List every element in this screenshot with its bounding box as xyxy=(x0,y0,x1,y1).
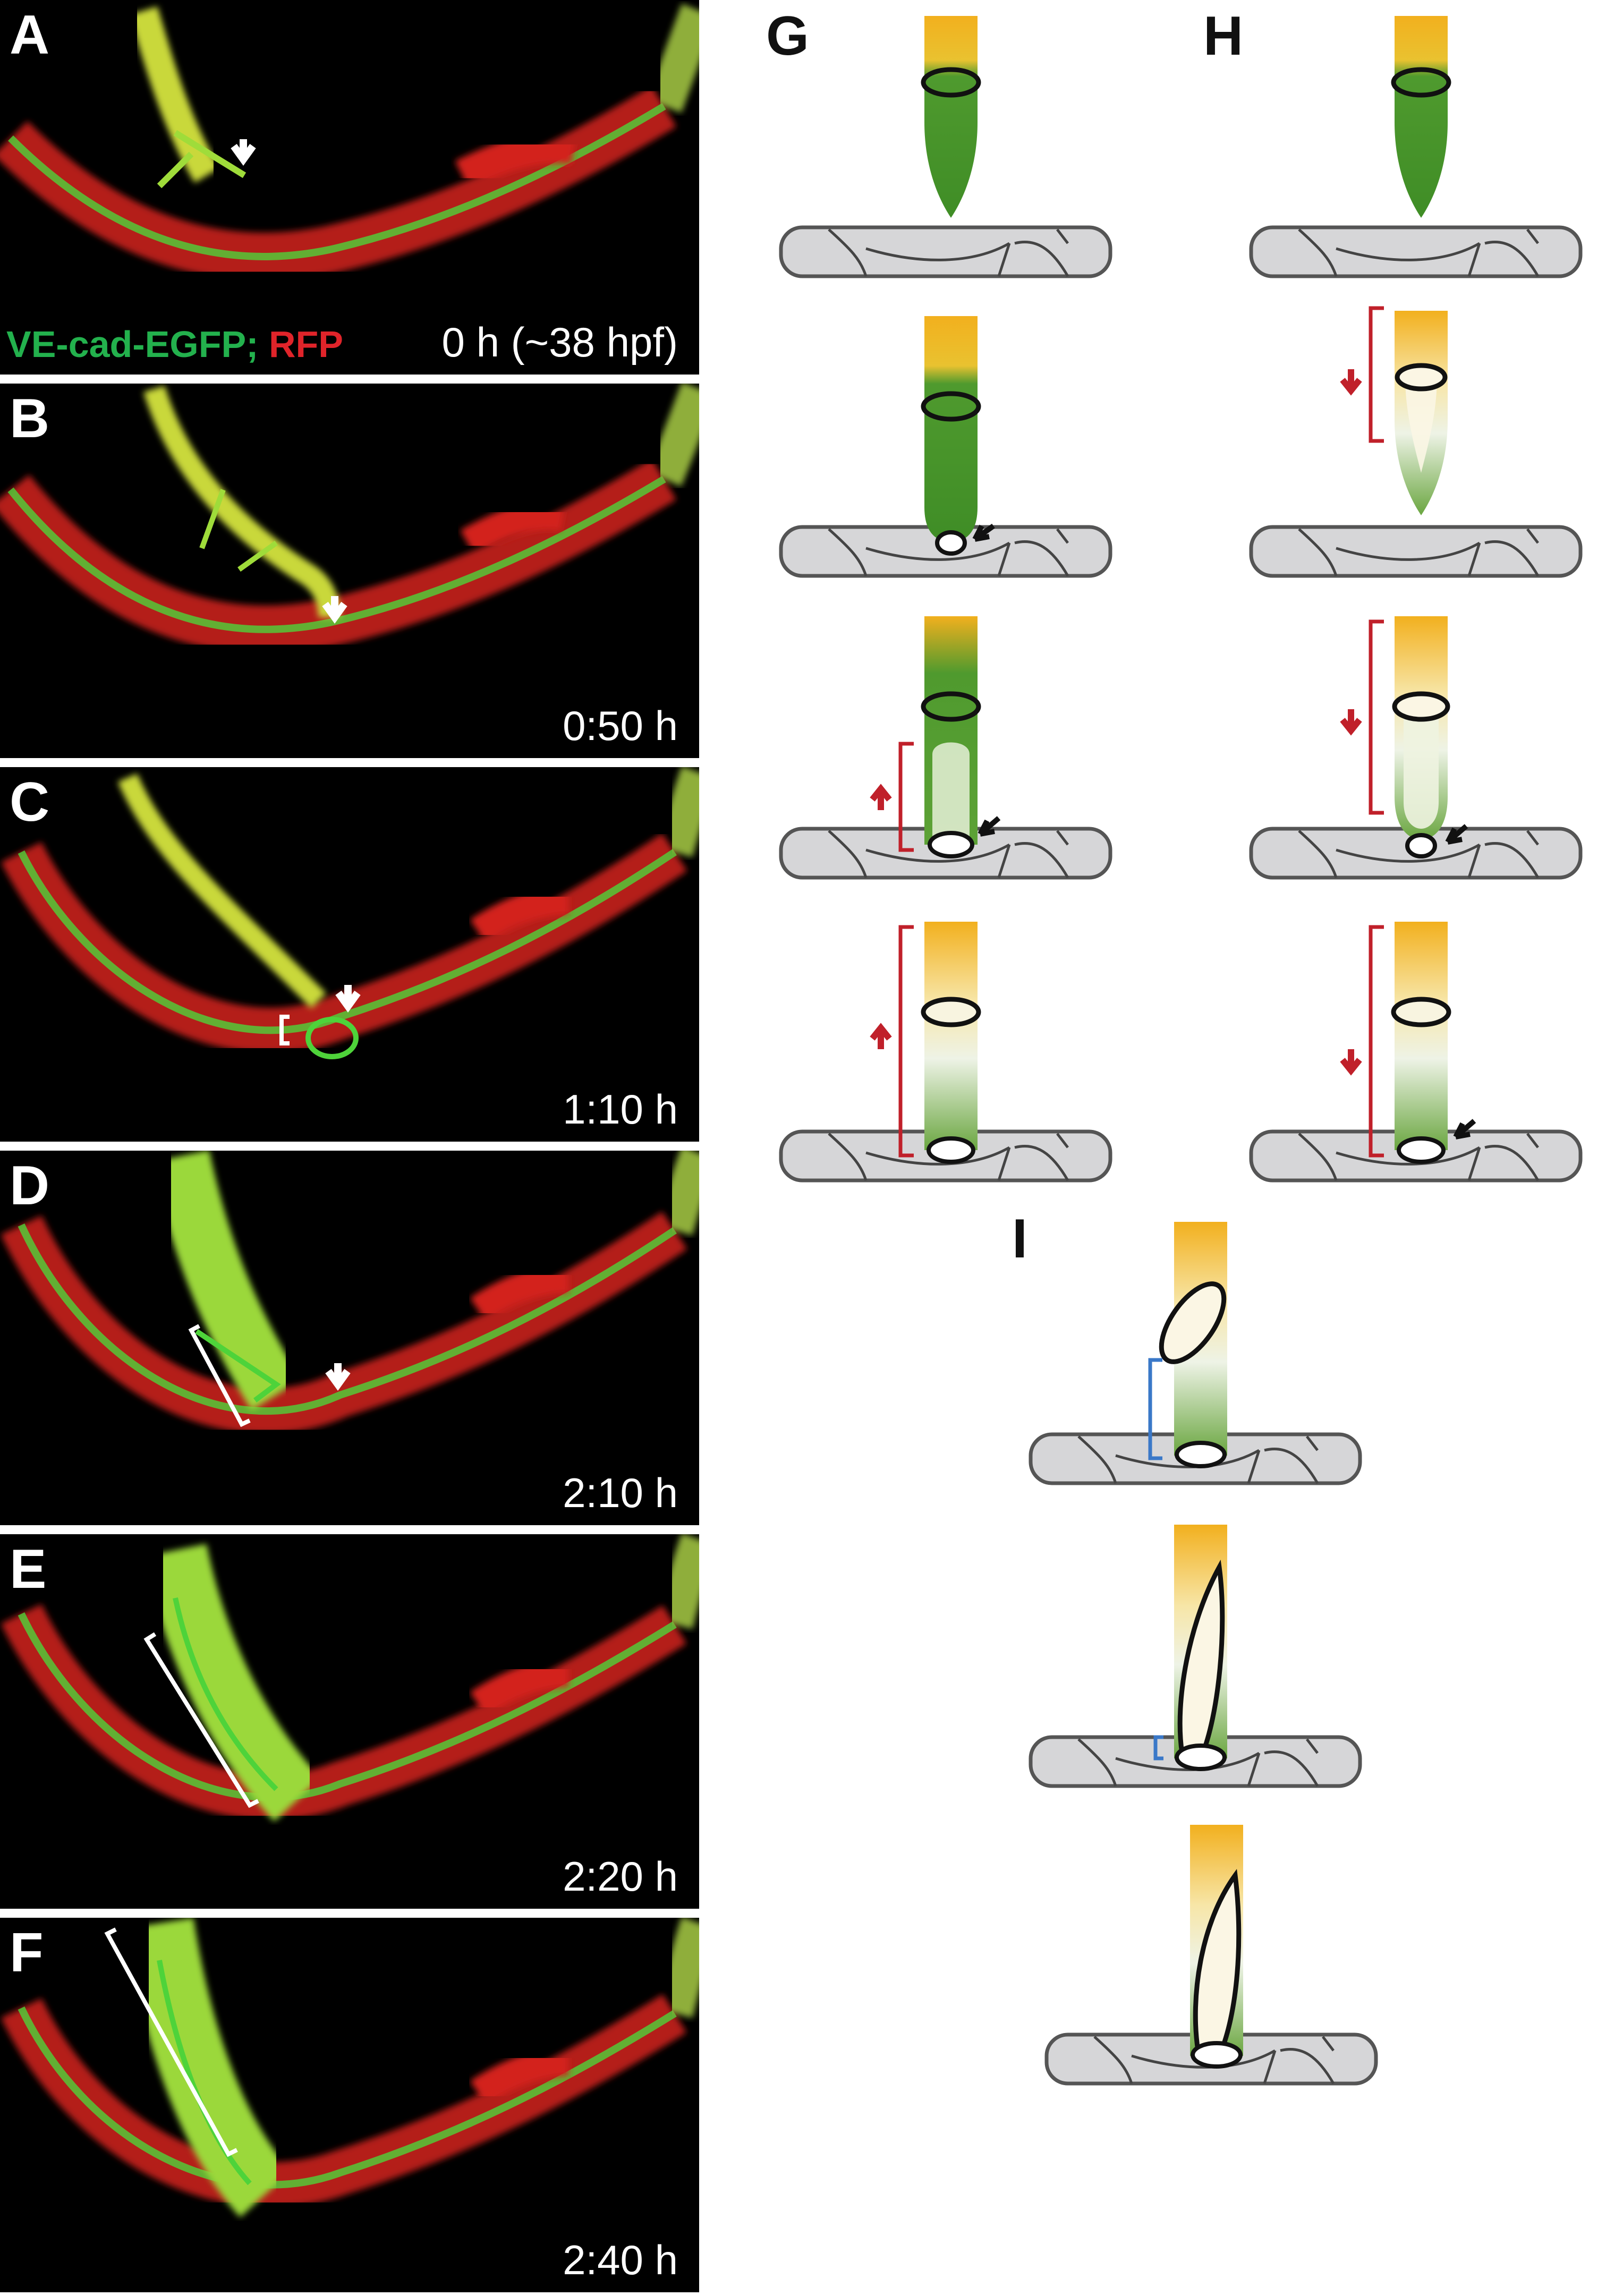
g-stage-2 xyxy=(781,316,1110,576)
panel-letter: A xyxy=(10,4,50,66)
timestamp: 1:10 h xyxy=(563,1086,678,1133)
panel-c-image xyxy=(1,767,699,1059)
panel-letter: B xyxy=(10,388,50,449)
legend-red-label: RFP xyxy=(268,324,343,365)
panel-e: E 2:20 h xyxy=(0,1534,699,1909)
timestamp: 2:20 h xyxy=(563,1853,678,1900)
h-stage-1 xyxy=(1251,16,1580,276)
diagram-canvas xyxy=(733,16,1604,2293)
panel-f: F 2:40 h xyxy=(0,1918,699,2292)
panel-letter: F xyxy=(10,1922,44,1984)
h-stage-2 xyxy=(1251,306,1580,576)
label-g: G xyxy=(766,5,809,67)
label-h: H xyxy=(1203,5,1244,67)
panel-letter: E xyxy=(10,1538,47,1600)
i-stage-3 xyxy=(1047,1825,1376,2084)
g-stage-1 xyxy=(781,16,1110,276)
panel-f-image xyxy=(1,1918,699,2217)
timestamp: 2:10 h xyxy=(563,1469,678,1516)
panel-a: A VE-cad-EGFP; RFP 0 h (~38 hpf) xyxy=(0,0,699,375)
panel-letter: C xyxy=(10,771,50,833)
g-stage-3 xyxy=(781,616,1110,878)
panel-b: B 0:50 h xyxy=(0,384,699,758)
timestamp: 0 h (~38 hpf) xyxy=(441,319,678,365)
label-i: I xyxy=(1012,1208,1027,1270)
column-i xyxy=(1031,1222,1376,2084)
panel-b-image xyxy=(0,384,699,653)
panel-c: C 1:10 h xyxy=(0,767,699,1142)
arrow-marker xyxy=(231,139,256,166)
panel-a-image xyxy=(0,4,699,280)
g-stage-4 xyxy=(781,922,1110,1180)
timestamp: 2:40 h xyxy=(563,2237,678,2283)
panel-d: D 2:10 h xyxy=(0,1151,699,1525)
panel-letter: D xyxy=(10,1155,50,1217)
schematic-diagram: G H I xyxy=(733,0,1604,2296)
legend-separator: ; xyxy=(246,324,259,365)
column-h xyxy=(1251,16,1580,1180)
h-stage-4 xyxy=(1251,922,1580,1180)
column-g xyxy=(781,16,1110,1180)
i-stage-2 xyxy=(1031,1525,1360,1786)
channel-legend: VE-cad-EGFP; RFP xyxy=(6,326,343,363)
legend-green-label: VE-cad-EGFP xyxy=(6,324,247,365)
timestamp: 0:50 h xyxy=(563,702,678,749)
panel-d-image xyxy=(1,1151,699,1434)
panel-e-image xyxy=(1,1534,699,1822)
i-stage-1 xyxy=(1031,1222,1360,1483)
h-stage-3 xyxy=(1251,616,1580,878)
